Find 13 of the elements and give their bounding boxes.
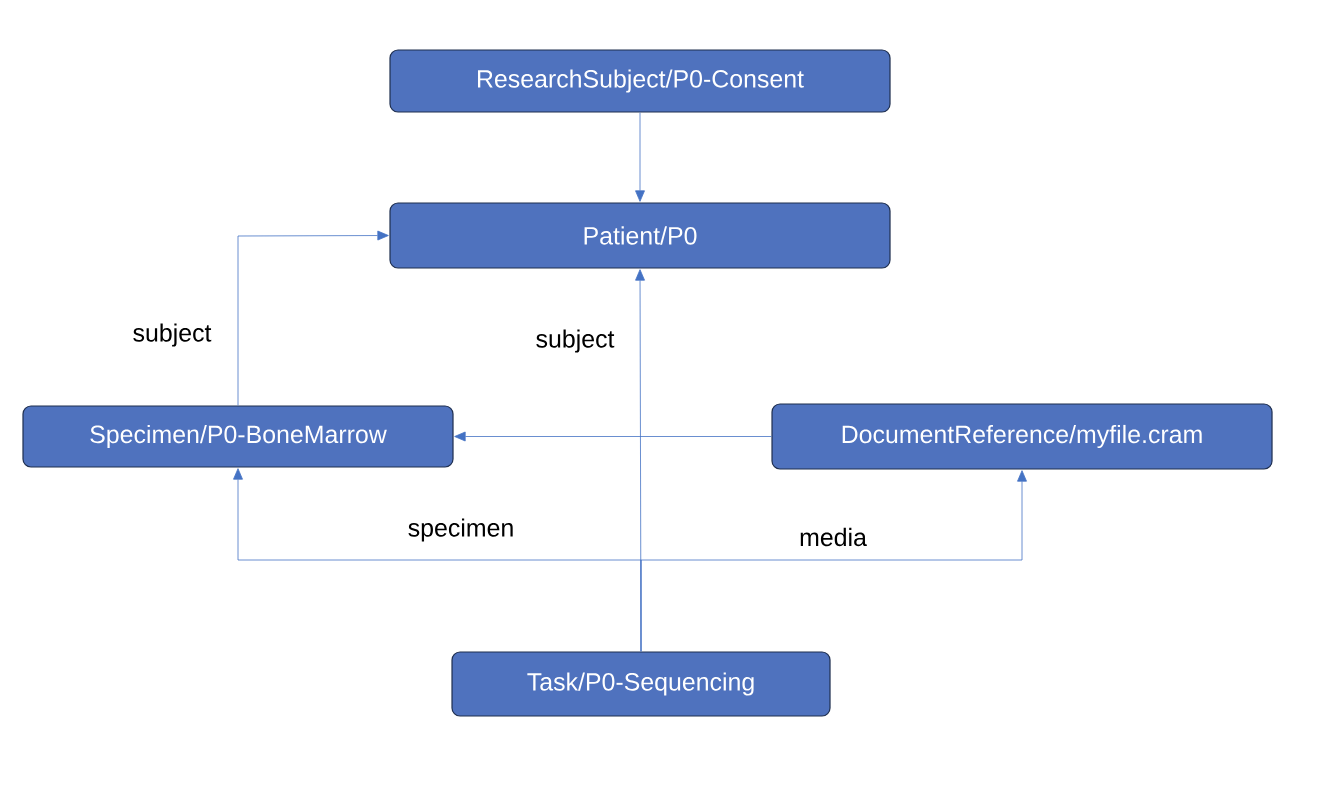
process-box: Patient/P0: [389, 202, 891, 269]
edge-label: specimen: [405, 516, 517, 544]
arrow: [237, 230, 389, 406]
edge-label: subject: [130, 321, 214, 349]
process-box: Task/P0-Sequencing: [451, 651, 831, 717]
edge-label: media: [797, 525, 869, 549]
arrow: [454, 431, 772, 442]
arrow: [640, 470, 1027, 652]
process-box: DocumentReference/myfile.cram: [771, 403, 1273, 470]
process-box: ResearchSubject/P0-Consent: [389, 49, 891, 113]
edge-label: subject: [533, 327, 617, 355]
process-box: Specimen/P0-BoneMarrow: [22, 405, 454, 468]
arrow: [635, 112, 645, 202]
